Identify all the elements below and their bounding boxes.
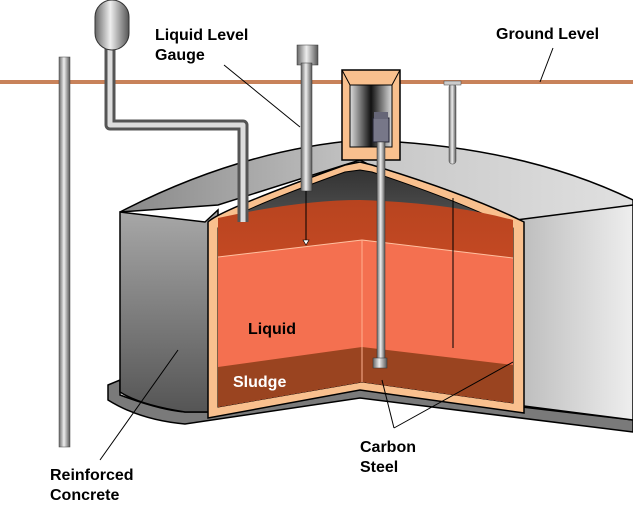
label-carbon-steel-line1: Carbon [360,439,416,456]
label-reinforced-concrete-line2: Concrete [50,487,120,504]
label-ground-level: Ground Level [496,26,600,43]
concrete-wall-right [515,204,633,421]
gauge-head [296,44,319,66]
sludge-layer [218,347,513,407]
breather-bag [94,0,130,51]
monitoring-pole [58,56,71,448]
pump-head [372,117,390,143]
concrete-wall-left [119,208,219,413]
label-liquid: Liquid [248,321,296,338]
pump-column [376,141,386,361]
vent-pipe [448,83,457,165]
label-sludge: Sludge [233,374,287,391]
leader-lines [99,47,554,461]
label-carbon-steel-line2: Steel [360,459,399,476]
label-reinforced-concrete-line1: Reinforced [50,467,134,484]
label-liquid-level-gauge-line2: Gauge [155,47,205,64]
gauge-rod [300,62,313,192]
label-liquid-level-gauge-line1: Liquid Level [155,27,249,44]
